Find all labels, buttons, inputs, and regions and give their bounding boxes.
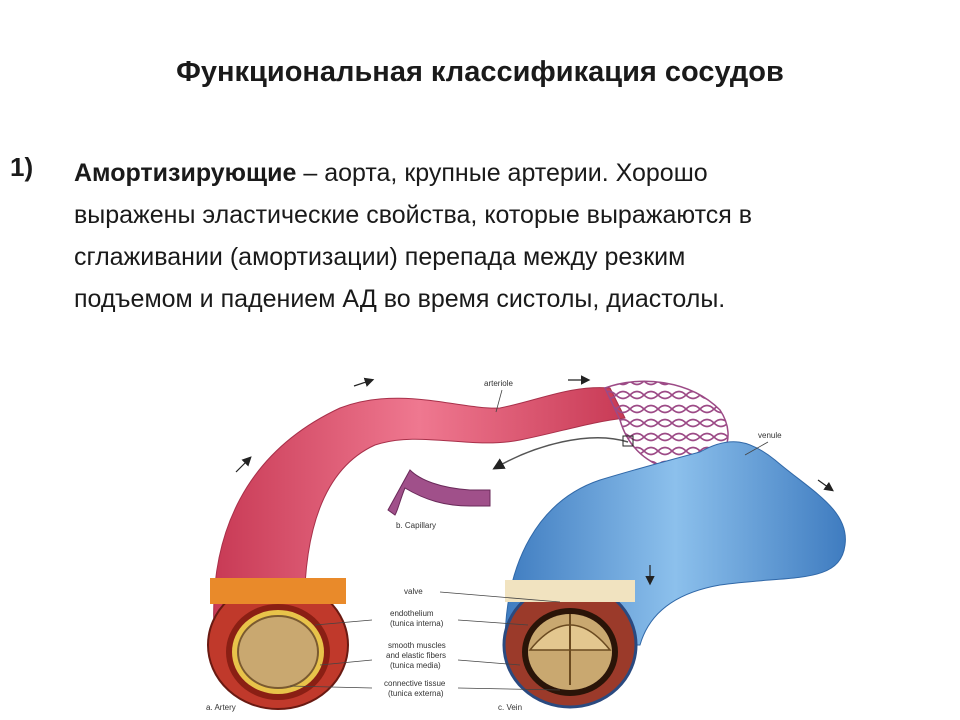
term-amortizing: Амортизирующие <box>74 159 297 187</box>
flow-arrow-artery-top <box>353 377 375 387</box>
label-tunica-externa: (tunica externa) <box>388 689 444 698</box>
pointer-media-v <box>457 659 521 666</box>
label-capillary: b. Capillary <box>396 521 436 530</box>
slide-title: Функциональная классификация сосудов <box>176 56 784 88</box>
label-venule: venule <box>758 431 782 440</box>
pointer-venule <box>744 441 769 456</box>
label-connective-tissue: connective tissue <box>384 679 446 688</box>
magnify-box <box>622 435 634 447</box>
flow-arrow-venule <box>817 479 834 492</box>
vein-cross-section <box>502 580 638 709</box>
label-tunica-interna: (tunica interna) <box>390 619 444 628</box>
capillary-sample <box>387 469 491 516</box>
label-endothelium: endothelium <box>390 609 434 618</box>
pointer-arteriole <box>495 389 503 413</box>
label-artery: a. Artery <box>206 703 236 712</box>
artery-cross-section <box>207 578 349 710</box>
label-tunica-media: (tunica media) <box>390 661 441 670</box>
pointer-externa-a <box>289 685 373 689</box>
magnify-arrow <box>492 437 629 470</box>
item-line-2: выражены эластические свойства, которые … <box>74 201 753 229</box>
list-number: 1) <box>10 152 34 182</box>
label-elastic-fibers: and elastic fibers <box>386 651 446 660</box>
pointer-endothelium-a <box>314 619 373 626</box>
pointer-externa-v <box>457 687 561 691</box>
label-vein: c. Vein <box>498 703 522 712</box>
vessel-diagram: arteriole venule b. Capillary valve endo… <box>206 375 846 712</box>
pointer-media-a <box>319 659 373 666</box>
list-item-text: Амортизирующие – аорта, крупные артерии.… <box>74 152 954 320</box>
label-valve: valve <box>404 587 423 596</box>
label-smooth-muscles: smooth muscles <box>388 641 446 650</box>
item-line-1: – аорта, крупные артерии. Хорошо <box>296 159 708 187</box>
pointer-valve <box>439 591 561 603</box>
item-line-3: сглаживании (амортизации) перепада между… <box>74 243 686 271</box>
pointer-endothelium-v <box>457 619 529 626</box>
label-arteriole: arteriole <box>484 379 513 388</box>
item-line-4: подъемом и падением АД во время систолы,… <box>74 285 726 313</box>
flow-arrow-artery-left <box>235 456 252 473</box>
